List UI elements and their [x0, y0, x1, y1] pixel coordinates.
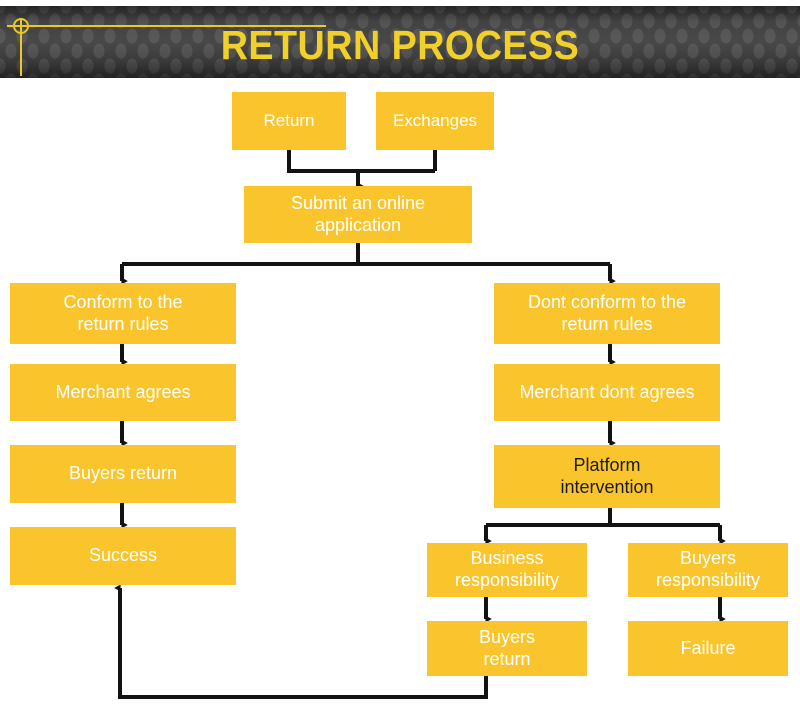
- header-banner: RETURN PROCESS: [0, 6, 800, 78]
- node-dont-conform-to-return-rules[interactable]: Dont conform to the return rules: [494, 283, 720, 344]
- node-business-responsibility[interactable]: Business responsibility: [427, 543, 587, 597]
- node-platform-intervention[interactable]: Platform intervention: [494, 445, 720, 508]
- decoration-line-horizontal: [7, 25, 326, 27]
- node-merchant-agrees[interactable]: Merchant agrees: [10, 364, 236, 421]
- decoration-line-vertical: [20, 18, 22, 76]
- node-failure[interactable]: Failure: [628, 621, 788, 676]
- header-gloss-overlay: [0, 6, 800, 78]
- node-buyers-return-right[interactable]: Buyers return: [427, 621, 587, 676]
- edge-return-to-submit: [287, 150, 435, 173]
- page-title: RETURN PROCESS: [220, 22, 580, 68]
- node-merchant-dont-agrees[interactable]: Merchant dont agrees: [494, 364, 720, 421]
- header-pattern-texture: [0, 6, 800, 78]
- node-exchanges[interactable]: Exchanges: [376, 92, 494, 150]
- node-conform-to-return-rules[interactable]: Conform to the return rules: [10, 283, 236, 344]
- node-buyers-return-left[interactable]: Buyers return: [10, 445, 236, 503]
- node-submit-online-application[interactable]: Submit an online application: [244, 186, 472, 243]
- node-buyers-responsibility[interactable]: Buyers responsibility: [628, 543, 788, 597]
- node-return[interactable]: Return: [232, 92, 346, 150]
- node-success[interactable]: Success: [10, 527, 236, 585]
